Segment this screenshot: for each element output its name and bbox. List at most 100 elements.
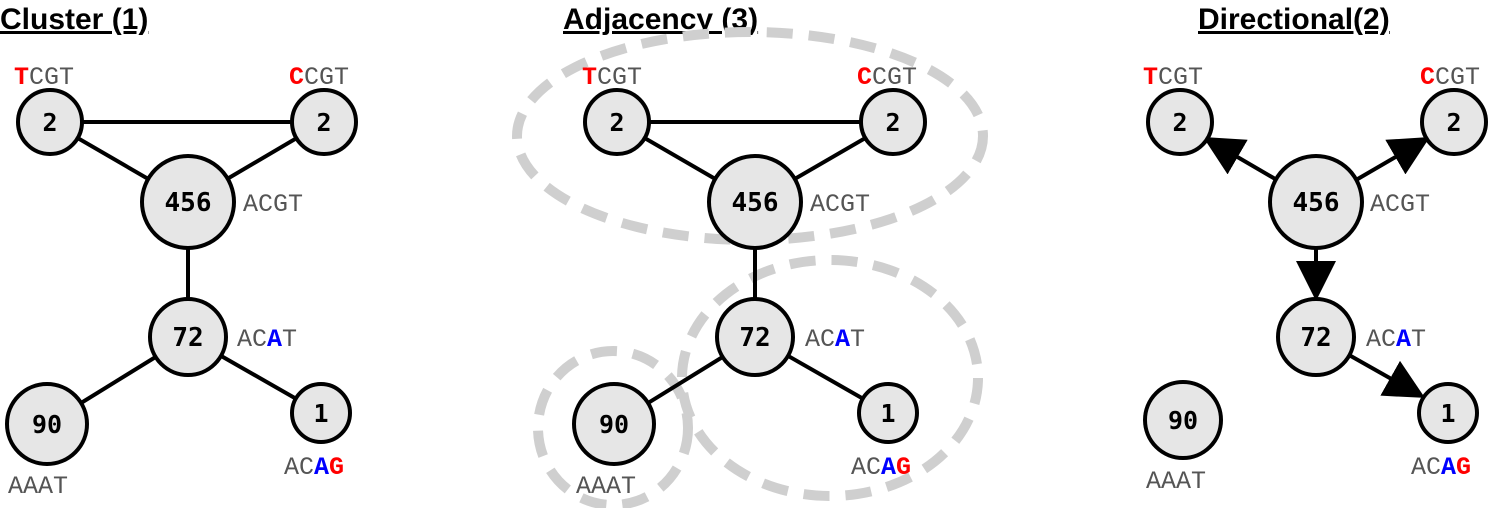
sequence-segment: CGT [872,63,917,92]
node-count: 1 [880,399,895,428]
sequence-segment: T [1411,325,1426,354]
node-acat [1276,297,1356,377]
node-aaat [1143,380,1223,460]
sequence-segment: AC [1366,325,1396,354]
highlighted-base: A [1441,453,1456,482]
sequence-segment: AC [237,325,267,354]
highlighted-base: A [267,325,282,354]
sequence-segment: AC [1411,453,1441,482]
node-sequence: AAAT [576,472,636,501]
sequence-segment: CGT [597,63,642,92]
panel-title: Directional(2) [1198,3,1390,36]
sequence-segment: CGT [29,63,74,92]
sequence-segment: T [282,325,297,354]
node-sequence: CCGT [1420,63,1480,92]
sequence-segment: AAAT [1146,467,1206,496]
sequence-segment: AC [851,453,881,482]
highlighted-base: T [582,63,597,92]
node-count: 456 [165,188,212,218]
highlighted-base: C [1420,63,1435,92]
node-sequence: CCGT [289,63,349,92]
node-sequence: AAAT [8,472,68,501]
highlighted-base: T [1143,63,1158,92]
highlighted-base: A [835,325,850,354]
panel-cluster: Cluster (1) 2 2 456 72 90 1 TCGT CCGT AC… [0,3,358,501]
node-acgt [140,154,236,250]
sequence-segment: ACGT [243,190,303,219]
node-sequence: ACAT [237,325,297,354]
node-count: 2 [1446,108,1461,137]
node-acat [148,297,228,377]
node-count: 72 [172,323,203,353]
node-sequence: ACAT [805,325,865,354]
edge-arrow-acat-acag [1348,353,1425,398]
node-acag [290,382,352,444]
highlighted-base: A [314,453,329,482]
node-sequence: TCGT [14,63,74,92]
group-outline-acat [677,255,983,501]
node-sequence: ACGT [243,190,303,219]
sequence-segment: CGT [304,63,349,92]
node-count: 2 [885,108,900,137]
node-count: 2 [609,108,624,137]
node-acag [1417,382,1479,444]
node-count: 1 [313,399,328,428]
sequence-segment: ACGT [810,190,870,219]
node-ccgt [859,88,927,156]
node-count: 2 [42,108,57,137]
node-sequence: ACAG [1411,453,1471,482]
node-count: 456 [732,188,779,218]
panel-adjacency: Adjacency (3) 2 2 456 72 90 1 TCGT CCGT … [512,3,988,508]
panel-directional: Directional(2) 2 2 456 72 90 1 TCGT CCGT… [1143,3,1488,496]
sequence-segment: AC [284,453,314,482]
node-sequence: ACGT [810,190,870,219]
sequence-segment: CGT [1158,63,1203,92]
sequence-segment: AC [805,325,835,354]
node-count: 90 [599,410,629,439]
edge-arrow-acgt-ccgt [1354,136,1430,182]
node-sequence: ACAG [284,453,344,482]
highlighted-base: G [329,453,344,482]
highlighted-base: G [896,453,911,482]
sequence-segment: T [850,325,865,354]
node-sequence: ACAG [851,453,911,482]
node-sequence: TCGT [1143,63,1203,92]
node-acat [715,297,795,377]
node-count: 72 [1300,323,1331,353]
panel-title: Cluster (1) [0,3,148,36]
node-sequence: ACAT [1366,325,1426,354]
highlighted-base: C [857,63,872,92]
node-count: 2 [1172,108,1187,137]
sequence-segment: AAAT [576,472,636,501]
node-tcgt [583,88,651,156]
node-acag [857,382,919,444]
edge-arrow-acgt-tcgt [1203,136,1279,182]
node-ccgt [1420,88,1488,156]
highlighted-base: T [14,63,29,92]
sequence-segment: CGT [1435,63,1480,92]
node-count: 2 [316,108,331,137]
node-aaat [5,382,89,466]
node-tcgt [16,88,84,156]
node-aaat [572,382,656,466]
node-acgt [1268,154,1364,250]
node-acgt [707,154,803,250]
node-count: 1 [1440,399,1455,428]
highlighted-base: A [1396,325,1411,354]
node-count: 456 [1293,188,1340,218]
node-tcgt [1146,88,1214,156]
node-count: 90 [32,410,62,439]
node-sequence: TCGT [582,63,642,92]
sequence-segment: AAAT [8,472,68,501]
node-count: 90 [1168,406,1198,435]
group-outline-aaat [533,346,693,508]
node-ccgt [290,88,358,156]
node-sequence: AAAT [1146,467,1206,496]
sequence-segment: ACGT [1370,190,1430,219]
highlighted-base: C [289,63,304,92]
node-count: 72 [739,323,770,353]
node-sequence: ACGT [1370,190,1430,219]
highlighted-base: G [1456,453,1471,482]
node-sequence: CCGT [857,63,917,92]
